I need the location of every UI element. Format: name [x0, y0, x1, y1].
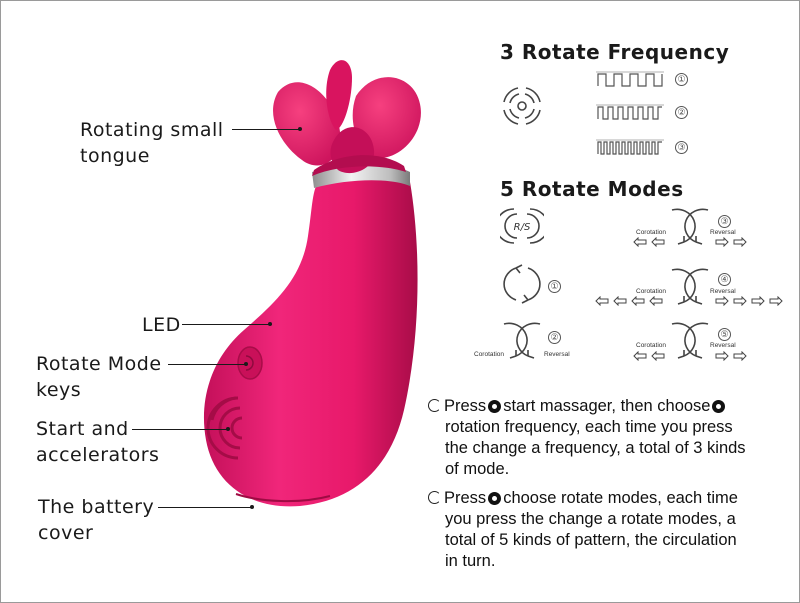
instruction-frequency-line3: the change a frequency, a total of 3 kin…	[445, 439, 746, 457]
mode-4-arrows	[671, 268, 709, 305]
callout-tongue-line1: Rotating small	[80, 119, 224, 141]
leader-mode-keys	[168, 364, 246, 365]
leader-led	[182, 324, 272, 325]
mode-number-2: ②	[548, 331, 561, 344]
instruction-frequency-line4: of mode.	[445, 460, 510, 478]
frequency-number-1: ①	[675, 73, 688, 86]
leader-dot-led	[268, 322, 272, 326]
mode-key-icon	[488, 492, 502, 505]
bullet-icon	[428, 399, 441, 412]
mode-3-reversal-label: Reversal	[710, 229, 736, 236]
leader-start	[132, 429, 228, 430]
frequency-number-3: ③	[675, 141, 688, 154]
mode-4-reversal-label: Reversal	[710, 288, 736, 295]
start-button-icon	[488, 400, 502, 413]
instruction-frequency-line2: rotation frequency, each time you press	[445, 418, 733, 436]
leader-dot-start	[226, 427, 230, 431]
start-button-icon	[712, 400, 726, 413]
mode-1-arrows	[503, 264, 541, 304]
mode-number-5: ⑤	[718, 328, 731, 341]
mode-number-4: ④	[718, 273, 731, 286]
callout-start-line1: Start and	[36, 418, 129, 440]
callout-led-line1: LED	[142, 314, 181, 336]
modes-title: 5 Rotate Modes	[500, 177, 684, 201]
frequency-icon	[503, 87, 541, 125]
mode-3-corotation-label: Corotation	[636, 229, 666, 236]
callout-battery: The battery cover	[38, 494, 154, 546]
mode-5-left-arrows	[632, 351, 668, 361]
callout-tongue-line2: tongue	[80, 145, 150, 167]
leader-battery	[158, 507, 252, 508]
callout-mode-keys-line1: Rotate Mode	[36, 353, 162, 375]
mode-4-corotation-label: Corotation	[636, 288, 666, 295]
callout-battery-line2: cover	[38, 522, 94, 544]
leader-tongue	[232, 129, 300, 130]
leader-dot-tongue	[298, 127, 302, 131]
mode-3-right-arrows	[712, 237, 748, 247]
instruction-modes-line3: total of 5 kinds of pattern, the circula…	[445, 531, 737, 549]
callout-start-line2: accelerators	[36, 444, 160, 466]
frequency-wave-2	[596, 101, 666, 121]
callout-start: Start and accelerators	[36, 416, 159, 468]
leader-dot-battery	[250, 505, 254, 509]
mode-2-reversal-label: Reversal	[544, 351, 570, 358]
mode-3-arrows	[671, 208, 709, 245]
frequency-wave-3	[596, 136, 666, 156]
callout-battery-line1: The battery	[38, 496, 155, 518]
mode-number-1: ①	[548, 280, 561, 293]
callout-led: LED	[142, 312, 181, 338]
mode-4-right-arrows	[712, 296, 784, 306]
leader-dot-mode-keys	[244, 362, 248, 366]
callout-mode-keys: Rotate Mode keys	[36, 351, 162, 403]
mode-2-corotation-label: Corotation	[474, 351, 504, 358]
mode-number-3: ③	[718, 215, 731, 228]
bullet-icon	[428, 491, 441, 504]
callout-mode-keys-line2: keys	[36, 379, 82, 401]
mode-5-right-arrows	[712, 351, 748, 361]
mode-3-left-arrows	[632, 237, 668, 247]
instruction-modes-line4: in turn.	[445, 552, 496, 570]
instruction-modes-line2: you press the change a rotate modes, a	[445, 510, 736, 528]
frequency-wave-1	[596, 68, 666, 88]
rs-icon-text: R/S	[514, 222, 531, 233]
mode-5-arrows	[671, 322, 709, 359]
mode-4-left-arrows	[594, 296, 666, 306]
frequency-number-2: ②	[675, 106, 688, 119]
frequency-title: 3 Rotate Frequency	[500, 40, 730, 64]
callout-tongue: Rotating small tongue	[80, 117, 224, 169]
mode-5-reversal-label: Reversal	[710, 342, 736, 349]
mode-5-corotation-label: Corotation	[636, 342, 666, 349]
rs-mode-icon: R/S	[500, 208, 544, 244]
mode-2-arrows	[503, 322, 541, 359]
